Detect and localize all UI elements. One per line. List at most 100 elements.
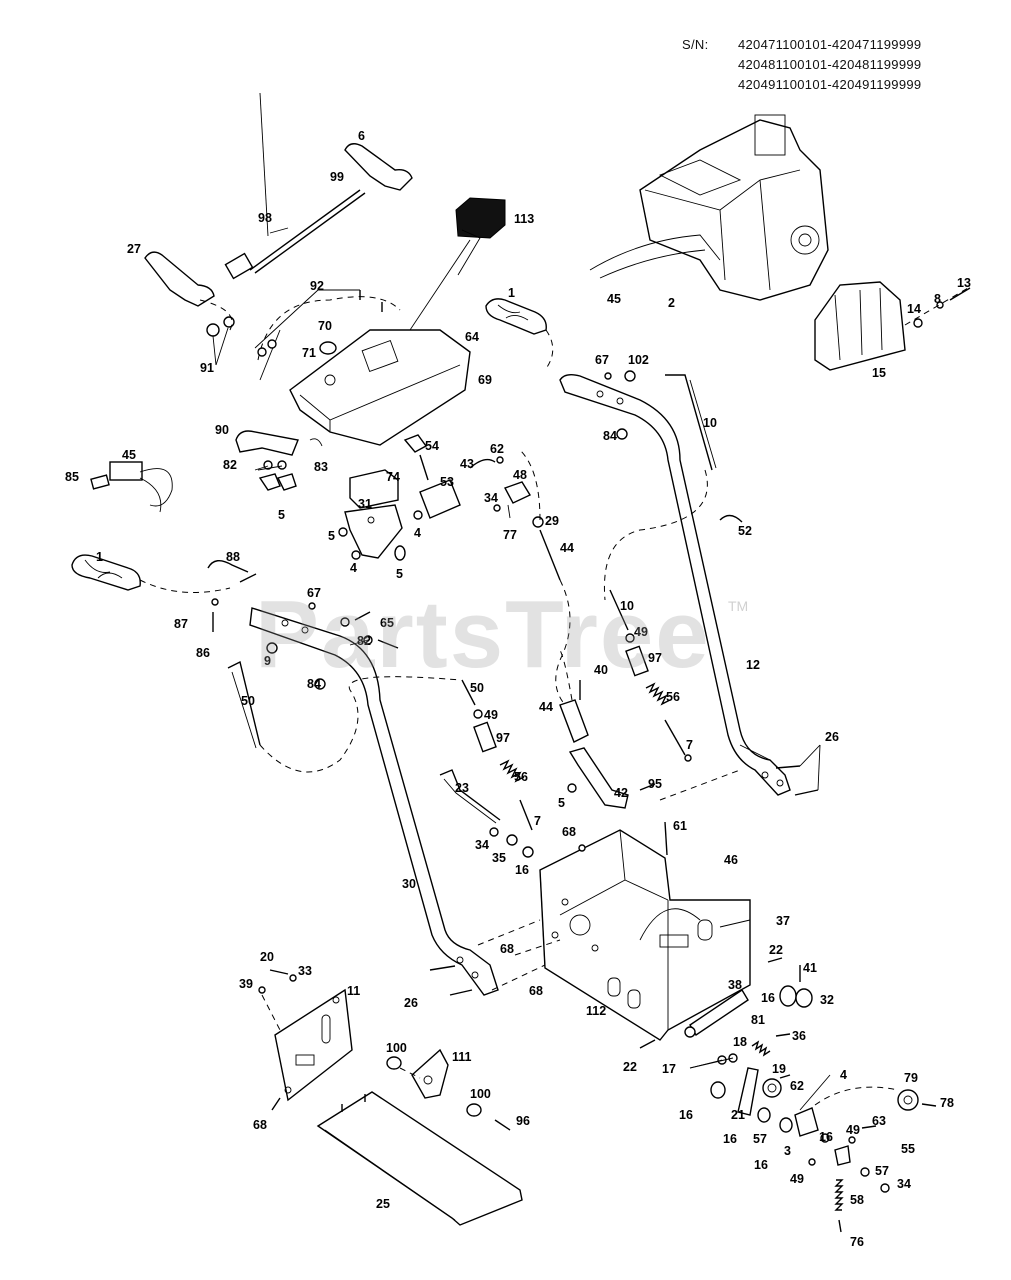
handle-left-drawing bbox=[249, 607, 499, 996]
callout-label: 68 bbox=[500, 942, 514, 956]
callout-label: 16 bbox=[754, 1158, 768, 1172]
rod-23-drawing bbox=[439, 769, 534, 858]
callout-label: 90 bbox=[215, 423, 229, 437]
callout-label: 50 bbox=[241, 694, 255, 708]
belt-cover-drawing bbox=[814, 281, 906, 371]
callout-label: 6 bbox=[358, 129, 365, 143]
callout-label: 41 bbox=[803, 961, 817, 975]
callout-label: 7 bbox=[686, 738, 693, 752]
rod-50-drawing bbox=[227, 660, 461, 773]
callout-label: 100 bbox=[470, 1087, 491, 1101]
callout-label: 37 bbox=[776, 914, 790, 928]
console-panel-drawing bbox=[257, 290, 471, 446]
callout-label: 56 bbox=[666, 690, 680, 704]
callout-label: 52 bbox=[738, 524, 752, 538]
callout-label: 36 bbox=[792, 1029, 806, 1043]
callout-label: 26 bbox=[404, 996, 418, 1010]
bracket-90-drawing bbox=[235, 430, 323, 491]
callout-label: 112 bbox=[586, 1004, 606, 1018]
callout-label: 67 bbox=[595, 353, 609, 367]
callout-label: 68 bbox=[562, 825, 576, 839]
callout-label: 97 bbox=[496, 731, 510, 745]
callout-label: 25 bbox=[376, 1197, 390, 1211]
grip-left-drawing bbox=[71, 554, 257, 632]
callout-label: 91 bbox=[200, 361, 214, 375]
callout-label: 12 bbox=[746, 658, 760, 672]
callout-label: 16 bbox=[819, 1130, 833, 1144]
callout-label: 76 bbox=[850, 1235, 864, 1249]
callout-label: 68 bbox=[253, 1118, 267, 1132]
callout-label: 45 bbox=[607, 292, 621, 306]
callout-label: 100 bbox=[386, 1041, 407, 1055]
callout-label: 43 bbox=[460, 457, 474, 471]
callout-label: 99 bbox=[330, 170, 344, 184]
callout-label: 63 bbox=[872, 1114, 886, 1128]
callout-label: 15 bbox=[872, 366, 886, 380]
callout-label: 70 bbox=[318, 319, 332, 333]
callout-label: 13 bbox=[957, 276, 971, 290]
callout-label: 7 bbox=[534, 814, 541, 828]
callout-label: 11 bbox=[347, 984, 360, 998]
callout-label: 22 bbox=[769, 943, 783, 957]
shave-plate-drawing bbox=[316, 1091, 523, 1226]
callout-label: 82 bbox=[223, 458, 237, 472]
callout-label: 39 bbox=[239, 977, 253, 991]
leader-lines bbox=[212, 92, 831, 1111]
callout-label: 54 bbox=[425, 439, 439, 453]
callout-label: 16 bbox=[515, 863, 529, 877]
callout-label: 5 bbox=[328, 529, 335, 543]
callout-label: 31 bbox=[358, 497, 372, 511]
shift-handle-drawing bbox=[144, 143, 413, 337]
callout-label: 92 bbox=[310, 279, 324, 293]
watermark-tm: TM bbox=[728, 598, 749, 614]
callout-label: 22 bbox=[623, 1060, 637, 1074]
callout-label: 58 bbox=[850, 1193, 864, 1207]
callout-label: 19 bbox=[772, 1062, 786, 1076]
callout-label: 34 bbox=[897, 1177, 911, 1191]
callout-label: 49 bbox=[846, 1123, 860, 1137]
callout-label: 34 bbox=[484, 491, 498, 505]
cable-44-drawing bbox=[519, 449, 571, 711]
callout-label: 88 bbox=[226, 550, 240, 564]
callout-label: 65 bbox=[380, 616, 394, 630]
callout-label: 48 bbox=[513, 468, 527, 482]
callout-label: 33 bbox=[298, 964, 312, 978]
callout-label: 10 bbox=[620, 599, 634, 613]
mounting-plate-drawing bbox=[258, 969, 353, 1111]
callout-label: 62 bbox=[490, 442, 504, 456]
shift-link-drawing bbox=[559, 649, 656, 809]
callout-label: 55 bbox=[901, 1142, 915, 1156]
callout-label: 57 bbox=[753, 1132, 767, 1146]
callout-label: 79 bbox=[904, 1071, 918, 1085]
callout-label: 49 bbox=[484, 708, 498, 722]
callout-label: 10 bbox=[703, 416, 717, 430]
callout-label: 44 bbox=[539, 700, 553, 714]
callout-label: 81 bbox=[751, 1013, 765, 1027]
callout-label: 3 bbox=[784, 1144, 791, 1158]
serial-range-3: 420491100101-420491199999 bbox=[738, 77, 922, 92]
callout-label: 1 bbox=[508, 286, 515, 300]
callout-label: 98 bbox=[258, 211, 272, 225]
callout-label: 49 bbox=[790, 1172, 804, 1186]
callout-label: 4 bbox=[350, 561, 357, 575]
callout-label: 49 bbox=[634, 625, 648, 639]
pivot-bracket-drawing bbox=[386, 1048, 511, 1131]
callout-label: 20 bbox=[260, 950, 274, 964]
callout-label: 23 bbox=[455, 781, 469, 795]
grip-right-drawing bbox=[485, 298, 554, 371]
callout-label: 32 bbox=[820, 993, 834, 1007]
callout-label: 77 bbox=[503, 528, 517, 542]
callout-label: 78 bbox=[940, 1096, 954, 1110]
callout-label: 16 bbox=[761, 991, 775, 1005]
callout-label: 57 bbox=[875, 1164, 889, 1178]
callout-label: 30 bbox=[402, 877, 416, 891]
callout-label: 16 bbox=[679, 1108, 693, 1122]
callout-label: 29 bbox=[545, 514, 559, 528]
callout-label: 82 bbox=[357, 634, 371, 648]
engine-drawing bbox=[589, 114, 829, 301]
callout-label: 71 bbox=[302, 346, 316, 360]
serial-range-2: 420481100101-420481199999 bbox=[738, 57, 922, 72]
callout-label: 46 bbox=[724, 853, 738, 867]
callout-label: 5 bbox=[396, 567, 403, 581]
